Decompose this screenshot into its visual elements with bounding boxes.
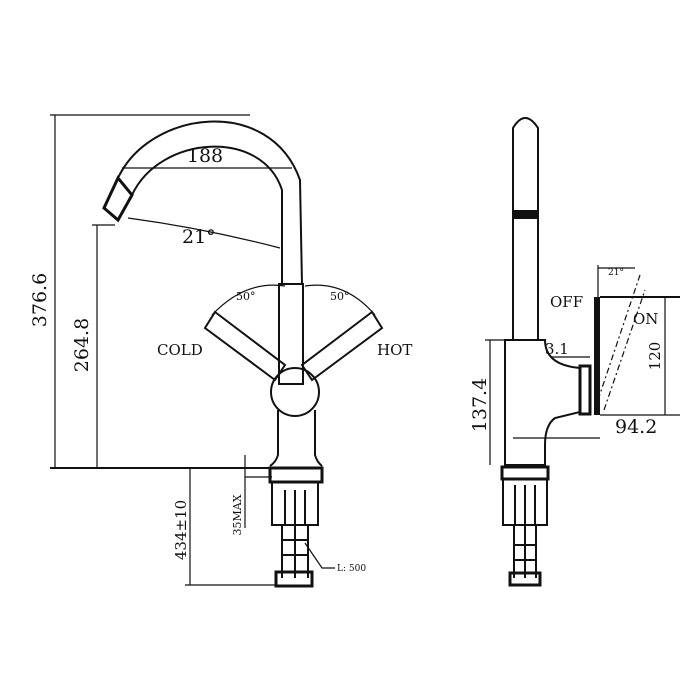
front-base-ring: [500, 465, 550, 481]
spout-reach-label: 188: [187, 145, 223, 167]
on-label: ON: [633, 310, 658, 328]
hot-angle-label: 50°: [330, 290, 350, 303]
lever-angle-label: 21°: [608, 268, 624, 278]
spout-inner: [131, 145, 283, 285]
on-position-line-1: [597, 274, 641, 401]
spout-outer: [117, 120, 303, 286]
hot-label: HOT: [377, 341, 412, 359]
lever-bracket: [578, 364, 592, 416]
hose-length-label: L: 500: [337, 564, 366, 574]
body: [504, 339, 581, 466]
front-hose-nuts: [508, 571, 542, 587]
hot-angle-arc: [304, 284, 376, 316]
aerator-band: [513, 210, 538, 219]
front-view: 21° OFF ON 120 3.1 137.4 94.2: [469, 117, 680, 587]
spout-height-label: 264.8: [71, 318, 93, 372]
front-supply-hoses: [513, 525, 537, 578]
spout-angle-arc: [127, 217, 281, 249]
body-column: [278, 283, 304, 385]
total-height-label: 376.6: [29, 273, 51, 327]
hose-nuts: [274, 570, 314, 588]
side-view: 376.6 264.8 188 21° 50° 50° COLD HOT 434…: [29, 114, 412, 588]
spout-angle-label: 21°: [182, 226, 216, 248]
offset-label: 3.1: [545, 340, 569, 358]
handle-depth-label: 94.2: [615, 416, 657, 438]
cold-lever: [203, 310, 287, 382]
cold-label: COLD: [157, 341, 203, 359]
off-label: OFF: [550, 293, 583, 311]
hot-lever: [300, 310, 384, 382]
lever-height-label: 120: [646, 342, 664, 371]
lever-hub: [270, 367, 320, 417]
hose-leader: [304, 542, 335, 569]
body-height-label: 137.4: [469, 378, 491, 432]
body-stem: [269, 410, 323, 467]
on-position-line-2: [603, 289, 646, 411]
lever: [594, 297, 600, 415]
shank-length-label: 434±10: [172, 500, 190, 560]
cold-angle-arc: [211, 284, 286, 316]
max-deck-label: 35MAX: [231, 494, 244, 535]
mounting-nut: [271, 482, 319, 526]
aerator: [102, 175, 134, 223]
spout-pipe: [512, 117, 539, 340]
supply-hoses: [281, 525, 309, 578]
cold-angle-label: 50°: [236, 290, 256, 303]
base-ring: [268, 466, 324, 484]
front-mounting-nut: [502, 479, 548, 526]
